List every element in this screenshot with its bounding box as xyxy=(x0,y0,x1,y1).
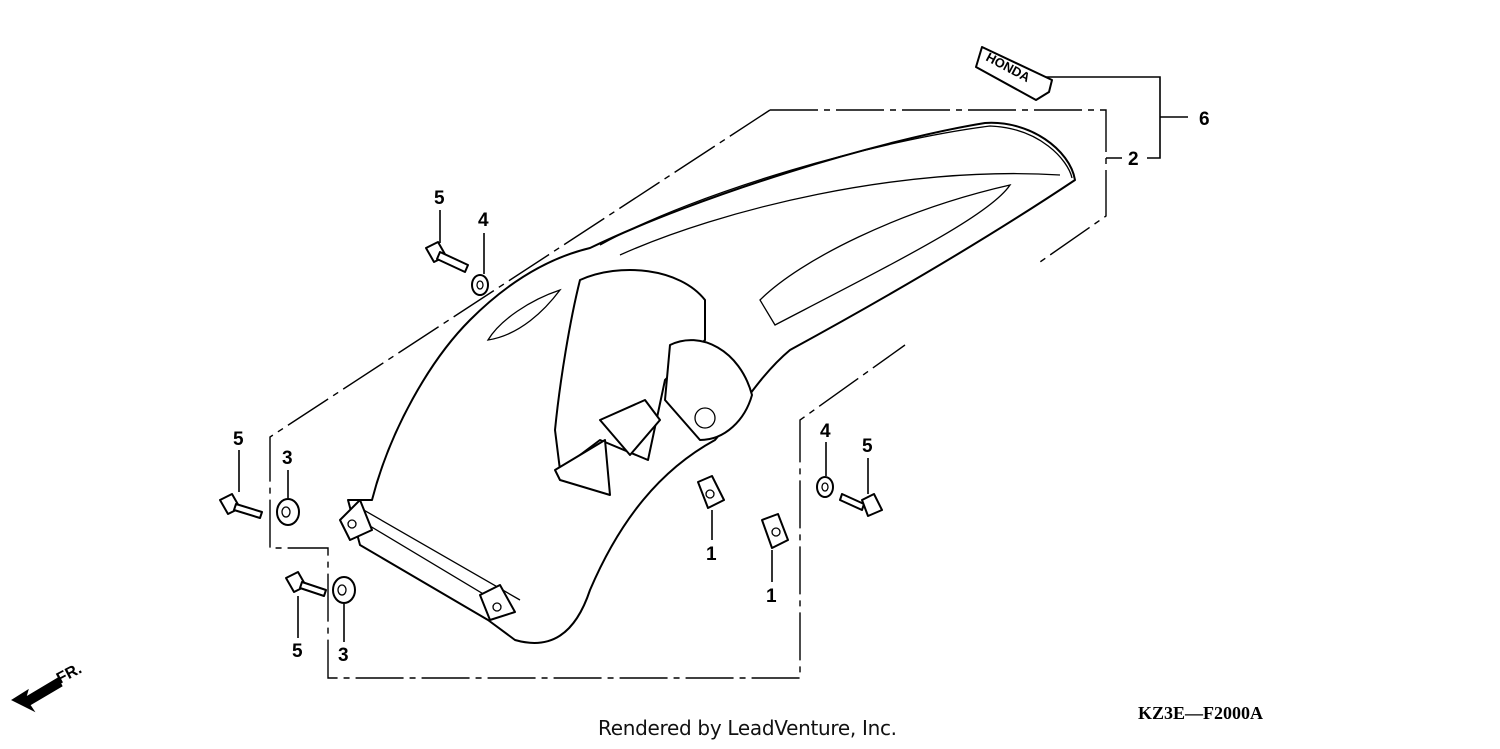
callout-5-lower: 5 xyxy=(292,641,303,662)
callout-3-lower: 3 xyxy=(338,645,349,666)
clip-nut-b xyxy=(761,513,789,549)
callout-3-left: 3 xyxy=(282,448,293,469)
bolt-left xyxy=(219,493,263,519)
callout-4-upper: 4 xyxy=(478,210,489,231)
clip-nut-a xyxy=(697,475,725,509)
washer-upper xyxy=(471,274,489,296)
bolt-upper xyxy=(425,241,469,273)
credit-text: Rendered by LeadVenture, Inc. xyxy=(598,716,897,740)
grommet-lower xyxy=(332,576,356,604)
bolt-lower xyxy=(285,571,327,597)
front-direction-arrow: FR. xyxy=(10,660,85,713)
bolt-right xyxy=(839,493,883,517)
callout-leaders xyxy=(238,210,869,642)
callout-1-b: 1 xyxy=(766,586,777,607)
callout-1-a: 1 xyxy=(706,544,717,565)
washer-right xyxy=(816,476,834,498)
callout-5-upper: 5 xyxy=(434,188,445,209)
honda-emblem-decal: HONDA xyxy=(975,46,1053,101)
leader-6-2 xyxy=(1040,76,1188,159)
assembly-boundary xyxy=(269,109,1107,679)
callout-6: 6 xyxy=(1199,109,1210,130)
rear-fender xyxy=(339,121,1076,644)
grommet-left xyxy=(276,498,300,526)
callout-4-right: 4 xyxy=(820,421,831,442)
diagram-code: KZ3E—F2000A xyxy=(1138,703,1264,723)
callout-2: 2 xyxy=(1128,149,1139,170)
callout-5-right: 5 xyxy=(862,436,873,457)
callout-5-left: 5 xyxy=(233,429,244,450)
